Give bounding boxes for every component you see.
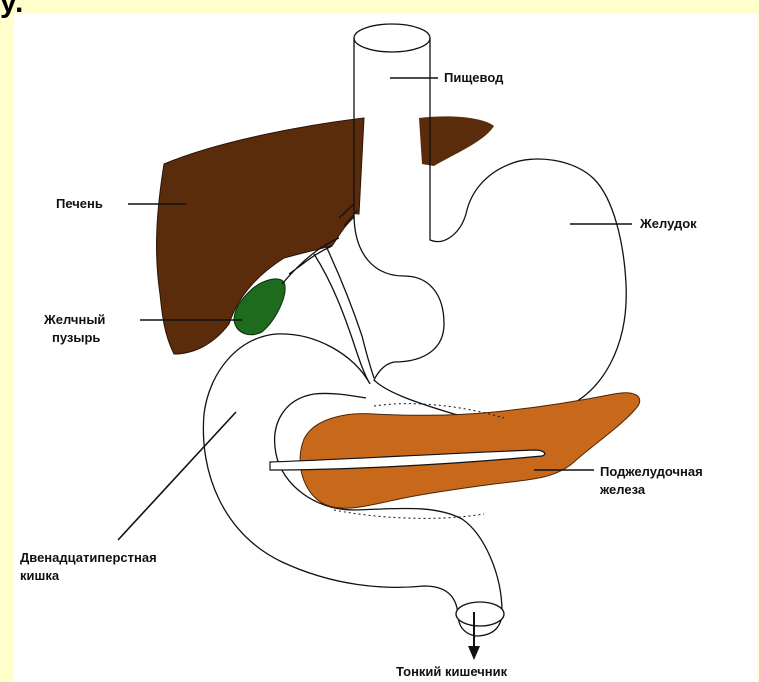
digestive-organs-diagram — [14, 14, 757, 682]
label-gallbladder-line1: Желчный — [44, 312, 105, 328]
label-esophagus: Пищевод — [444, 70, 503, 86]
label-pancreas-line1: Поджелудочная — [600, 464, 703, 480]
label-duodenum-line1: Двенадцатиперстная — [20, 550, 157, 566]
small-intestine-opening — [456, 602, 504, 626]
label-gallbladder-line2: пузырь — [52, 330, 100, 346]
label-duodenum-line2: кишка — [20, 568, 59, 584]
slide-top-bar — [0, 0, 759, 14]
label-pancreas-line2: железа — [600, 482, 645, 498]
label-stomach: Желудок — [640, 216, 697, 232]
label-small-intestine: Тонкий кишечник — [396, 664, 507, 680]
esophagus-opening — [354, 24, 430, 52]
label-liver: Печень — [56, 196, 103, 212]
